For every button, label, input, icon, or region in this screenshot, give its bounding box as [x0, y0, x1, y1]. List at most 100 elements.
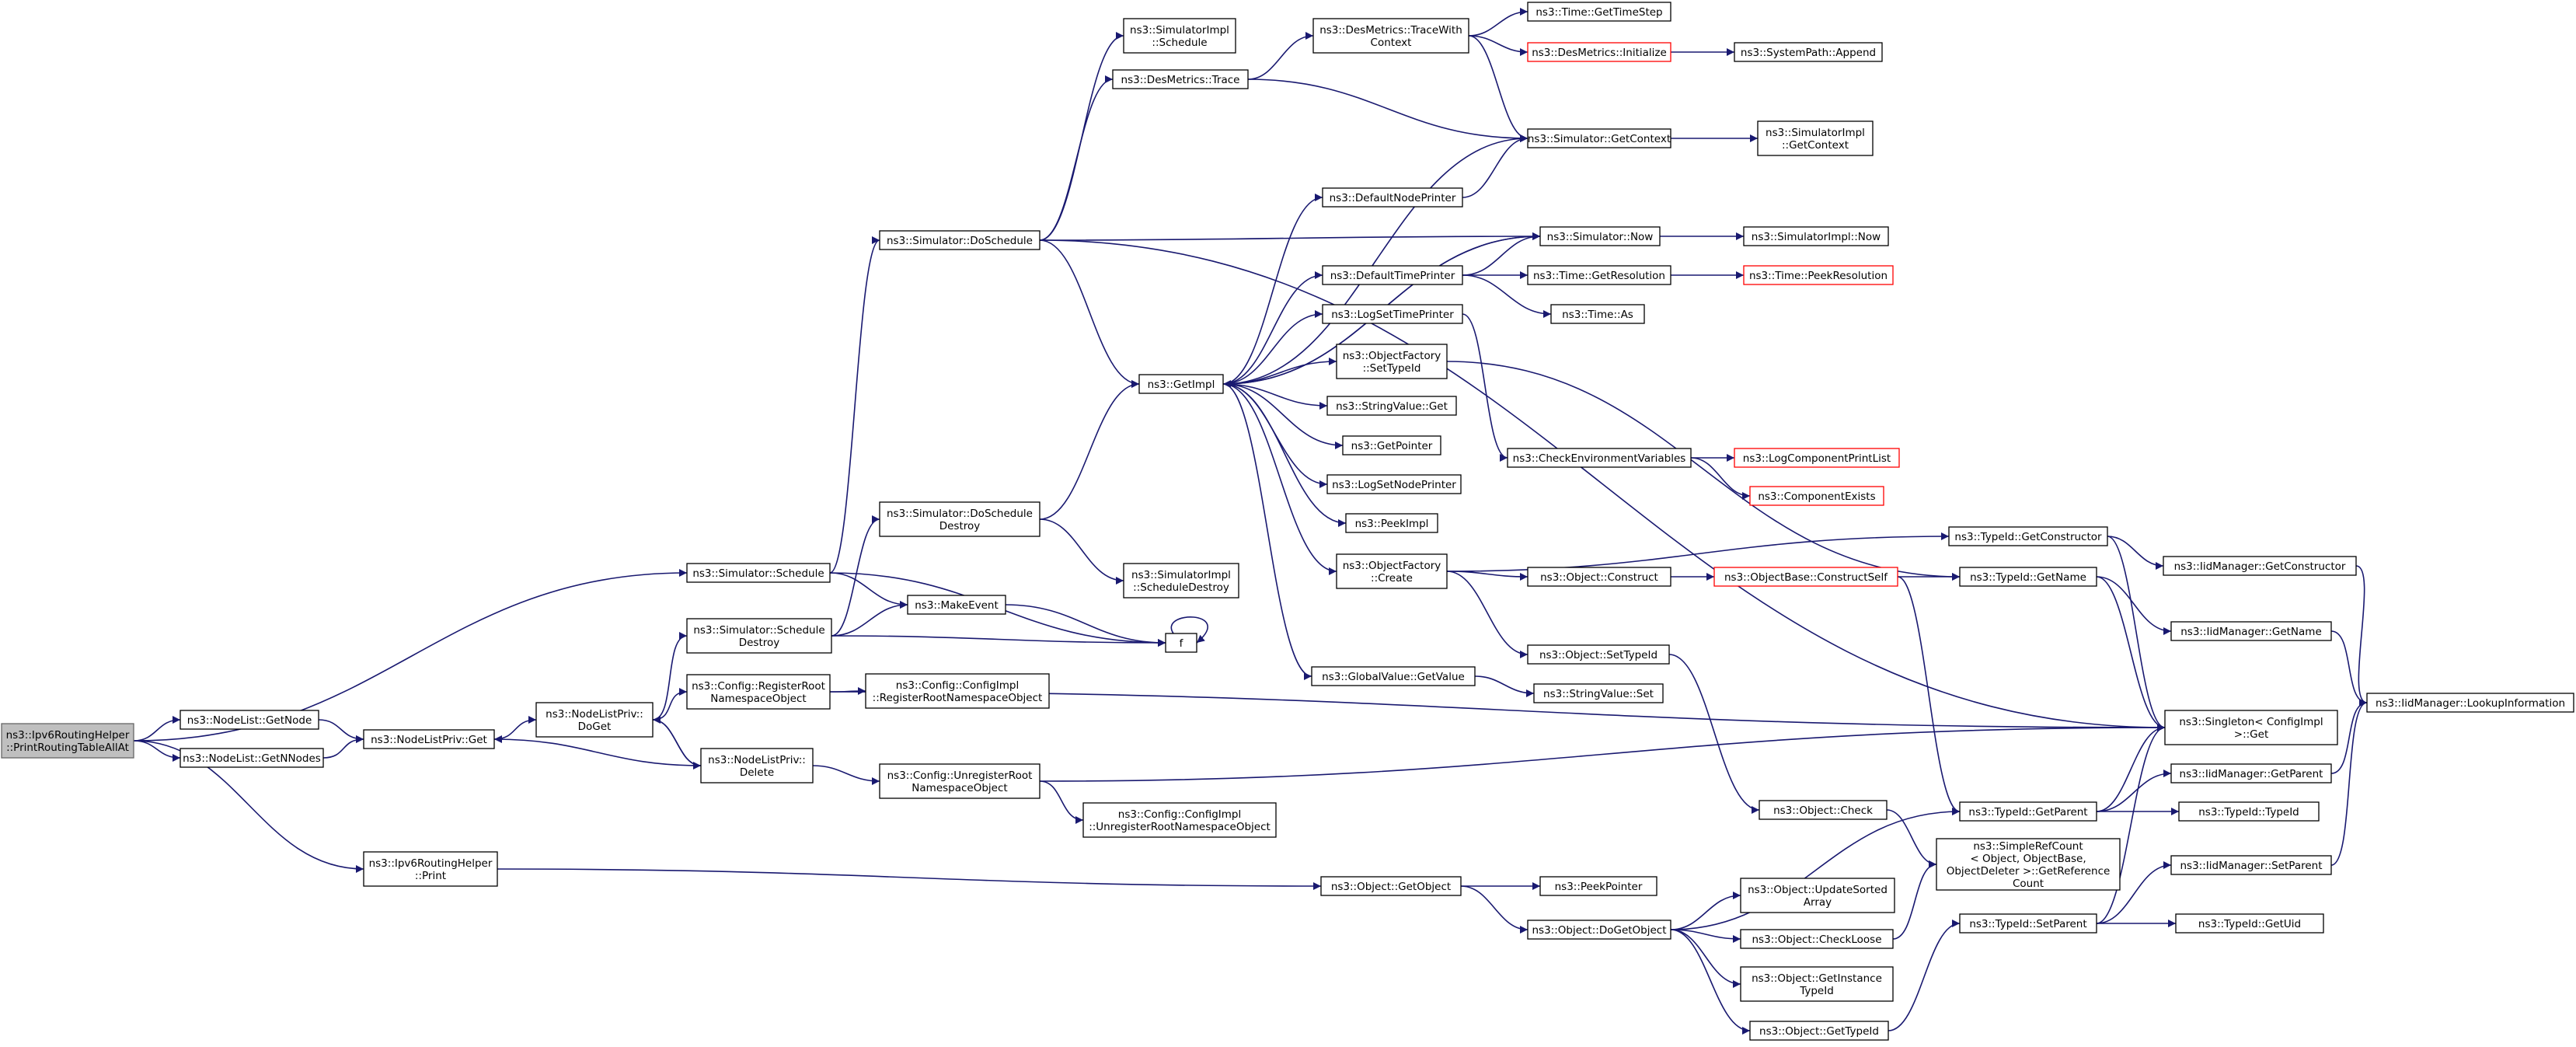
node-object-checkloose[interactable]: ns3::Object::CheckLoose: [1740, 929, 1894, 949]
node-label: Array: [1804, 896, 1832, 909]
edge-nodelist-getnnodes-to-nodelistpriv-get: [322, 735, 364, 759]
node-simulator-getcontext[interactable]: ns3::Simulator::GetContext: [1527, 128, 1671, 148]
node-typeid-getparent[interactable]: ns3::TypeId::GetParent: [1959, 801, 2097, 822]
node-time-as[interactable]: ns3::Time::As: [1550, 304, 1645, 324]
node-getpointer[interactable]: ns3::GetPointer: [1342, 435, 1441, 455]
node-label: ns3::Object::CheckLoose: [1752, 934, 1881, 946]
node-stringvalue-get[interactable]: ns3::StringValue::Get: [1326, 396, 1457, 416]
node-box: [535, 702, 654, 738]
node-f[interactable]: f: [1165, 633, 1197, 653]
node-simulator-now[interactable]: ns3::Simulator::Now: [1539, 226, 1661, 246]
node-config-unregisterroot[interactable]: ns3::Config::UnregisterRootNamespaceObje…: [879, 763, 1041, 799]
node-box: [1311, 666, 1476, 686]
node-simulatorimpl-getcontext[interactable]: ns3::SimulatorImpl::GetContext: [1757, 120, 1874, 156]
node-nodelistpriv-get[interactable]: ns3::NodeListPriv::Get: [363, 729, 495, 749]
node-nodelist-getnode[interactable]: ns3::NodeList::GetNode: [180, 710, 319, 730]
node-singleton-get[interactable]: ns3::Singleton< ConfigImpl >::Get: [2164, 710, 2338, 745]
node-logsetnodeprinter[interactable]: ns3::LogSetNodePrinter: [1326, 474, 1462, 494]
node-box: [907, 595, 1006, 615]
node-objectbase-constructself[interactable]: ns3::ObjectBase::ConstructSelf: [1713, 567, 1898, 587]
node-defaultnodeprinter[interactable]: ns3::DefaultNodePrinter: [1322, 187, 1463, 208]
node-label: TypeId: [1799, 985, 1834, 997]
node-getimpl[interactable]: ns3::GetImpl: [1138, 374, 1224, 394]
node-simulatorimpl-schedule[interactable]: ns3::SimulatorImpl::Schedule: [1123, 18, 1236, 54]
node-nodelist-getnnodes[interactable]: ns3::NodeList::GetNNodes: [180, 748, 324, 768]
node-label: ns3::GetPointer: [1351, 440, 1433, 452]
node-config-registerroot[interactable]: ns3::Config::RegisterRootNamespaceObject: [686, 674, 831, 710]
node-simulator-scheduledestroy[interactable]: ns3::Simulator::ScheduleDestroy: [686, 618, 832, 654]
edge-root-to-simulator-schedule: [133, 569, 688, 742]
node-typeid-getconstructor[interactable]: ns3::TypeId::GetConstructor: [1948, 526, 2108, 546]
edge-checkenvironmentvariables-to-componentexists: [1690, 457, 1751, 500]
node-simulator-doschedule[interactable]: ns3::Simulator::DoSchedule: [879, 230, 1041, 250]
node-componentexists[interactable]: ns3::ComponentExists: [1749, 486, 1884, 506]
node-desmetrics-trace[interactable]: ns3::DesMetrics::Trace: [1112, 69, 1249, 89]
node-box: [1112, 69, 1249, 89]
node-peekimpl[interactable]: ns3::PeekImpl: [1345, 513, 1438, 533]
edge-typeid-getname-to-iidmanager-getname: [2096, 576, 2172, 635]
node-nodelistpriv-doget[interactable]: ns3::NodeListPriv::DoGet: [535, 702, 654, 738]
node-peekpointer[interactable]: ns3::PeekPointer: [1539, 876, 1657, 896]
node-label: ns3::SimpleRefCount: [1973, 840, 2083, 853]
node-checkenvironmentvariables[interactable]: ns3::CheckEnvironmentVariables: [1507, 448, 1692, 468]
node-simplerefcount[interactable]: ns3::SimpleRefCount< Object, ObjectBase,…: [1936, 838, 2121, 891]
node-stringvalue-set[interactable]: ns3::StringValue::Set: [1533, 683, 1664, 703]
node-configimpl-unregister[interactable]: ns3::Config::ConfigImpl::UnregisterRootN…: [1082, 802, 1277, 838]
node-simulator-schedule[interactable]: ns3::Simulator::Schedule: [686, 563, 831, 583]
node-object-dogetobject[interactable]: ns3::Object::DoGetObject: [1527, 920, 1671, 940]
edge-object-gettypeid-to-typeid-setparent: [1888, 920, 1961, 1031]
edge-getimpl-to-stringvalue-get: [1222, 383, 1328, 410]
node-time-gettimestep[interactable]: ns3::Time::GetTimeStep: [1527, 2, 1671, 22]
node-label: ns3::Time::As: [1562, 309, 1633, 321]
edge-simulator-schedule-to-makeevent: [829, 572, 908, 609]
node-box: [1320, 876, 1462, 896]
node-label: ns3::GlobalValue::GetValue: [1322, 671, 1465, 683]
node-object-gettypeid[interactable]: ns3::Object::GetTypeId: [1749, 1021, 1889, 1041]
node-time-peekresolution[interactable]: ns3::Time::PeekResolution: [1743, 265, 1894, 285]
node-typeid-typeid[interactable]: ns3::TypeId::TypeId: [2178, 801, 2320, 822]
node-systempath-append[interactable]: ns3::SystemPath::Append: [1734, 42, 1883, 62]
node-object-construct[interactable]: ns3::Object::Construct: [1527, 567, 1671, 587]
node-box: [1959, 567, 2097, 587]
node-ipv6routinghelper-print[interactable]: ns3::Ipv6RoutingHelper::Print: [363, 851, 498, 887]
node-globalvalue-getvalue[interactable]: ns3::GlobalValue::GetValue: [1311, 666, 1476, 686]
node-typeid-setparent[interactable]: ns3::TypeId::SetParent: [1959, 913, 2097, 934]
node-iidmanager-lookupinformation[interactable]: ns3::IidManager::LookupInformation: [2366, 693, 2574, 713]
node-time-getresolution[interactable]: ns3::Time::GetResolution: [1527, 265, 1671, 285]
node-box: [1345, 513, 1438, 533]
edge-simulator-doscheduledestroy-to-simulatorimpl-scheduledestroy: [1039, 518, 1124, 585]
node-object-getobject[interactable]: ns3::Object::GetObject: [1320, 876, 1462, 896]
node-box: [2163, 556, 2357, 576]
node-objectfactory-create[interactable]: ns3::ObjectFactory::Create: [1336, 553, 1448, 589]
node-iidmanager-getparent[interactable]: ns3::IidManager::GetParent: [2170, 763, 2332, 784]
node-root[interactable]: ns3::Ipv6RoutingHelper::PrintRoutingTabl…: [1, 723, 134, 759]
node-simulatorimpl-scheduledestroy[interactable]: ns3::SimulatorImpl::ScheduleDestroy: [1123, 563, 1239, 599]
node-nodelistpriv-delete[interactable]: ns3::NodeListPriv::Delete: [700, 748, 814, 784]
node-box: [1, 723, 134, 759]
node-object-check[interactable]: ns3::Object::Check: [1759, 800, 1888, 820]
node-desmetrics-initialize[interactable]: ns3::DesMetrics::Initialize: [1527, 42, 1671, 62]
node-configimpl-register[interactable]: ns3::Config::ConfigImpl::RegisterRootNam…: [865, 673, 1050, 709]
node-label: ns3::NodeList::GetNode: [187, 714, 312, 727]
node-iidmanager-setparent[interactable]: ns3::IidManager::SetParent: [2170, 855, 2332, 875]
node-label: f: [1180, 637, 1184, 650]
node-iidmanager-getname[interactable]: ns3::IidManager::GetName: [2170, 621, 2332, 641]
node-logcomponentprintlist[interactable]: ns3::LogComponentPrintList: [1734, 448, 1900, 468]
node-object-settypeid[interactable]: ns3::Object::SetTypeId: [1527, 644, 1670, 665]
node-label: ns3::SystemPath::Append: [1741, 47, 1876, 59]
node-logsettimeprinter[interactable]: ns3::LogSetTimePrinter: [1322, 304, 1463, 324]
node-typeid-getname[interactable]: ns3::TypeId::GetName: [1959, 567, 2097, 587]
node-objectfactory-settypeid[interactable]: ns3::ObjectFactory::SetTypeId: [1336, 344, 1448, 379]
node-typeid-getuid[interactable]: ns3::TypeId::GetUid: [2175, 913, 2324, 934]
node-defaulttimeprinter[interactable]: ns3::DefaultTimePrinter: [1322, 265, 1463, 285]
node-simulatorimpl-now[interactable]: ns3::SimulatorImpl::Now: [1743, 226, 1889, 246]
node-iidmanager-getconstructor[interactable]: ns3::IidManager::GetConstructor: [2163, 556, 2357, 576]
edge-typeid-setparent-to-singleton-get: [2096, 724, 2166, 924]
node-makeevent[interactable]: ns3::MakeEvent: [907, 595, 1006, 615]
node-box: [1322, 265, 1463, 285]
node-label: ns3::LogSetTimePrinter: [1331, 309, 1454, 321]
